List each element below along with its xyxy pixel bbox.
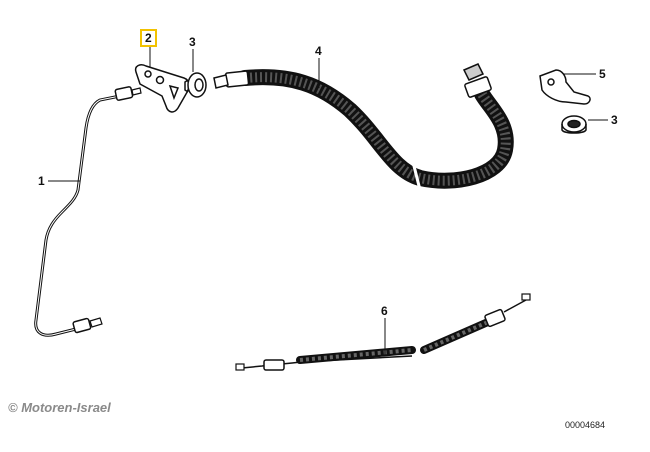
brake-line-icon [34,86,142,337]
callout-1: 1 [38,174,45,188]
watermark: © Motoren-Israel [8,400,111,415]
callout-2: 2 [140,29,157,47]
grommet-icon [184,72,207,98]
grommet-icon [561,115,587,134]
callout-3a: 3 [189,35,196,49]
callout-6: 6 [381,304,388,318]
bracket-icon [539,69,591,105]
cable-icon [235,293,531,371]
bracket-icon [134,64,190,113]
callout-4: 4 [315,44,322,58]
callout-3b: 3 [611,113,618,127]
callout-5: 5 [599,67,606,81]
brake-hose-icon [213,63,514,191]
diagram-id: 00004684 [565,420,606,430]
